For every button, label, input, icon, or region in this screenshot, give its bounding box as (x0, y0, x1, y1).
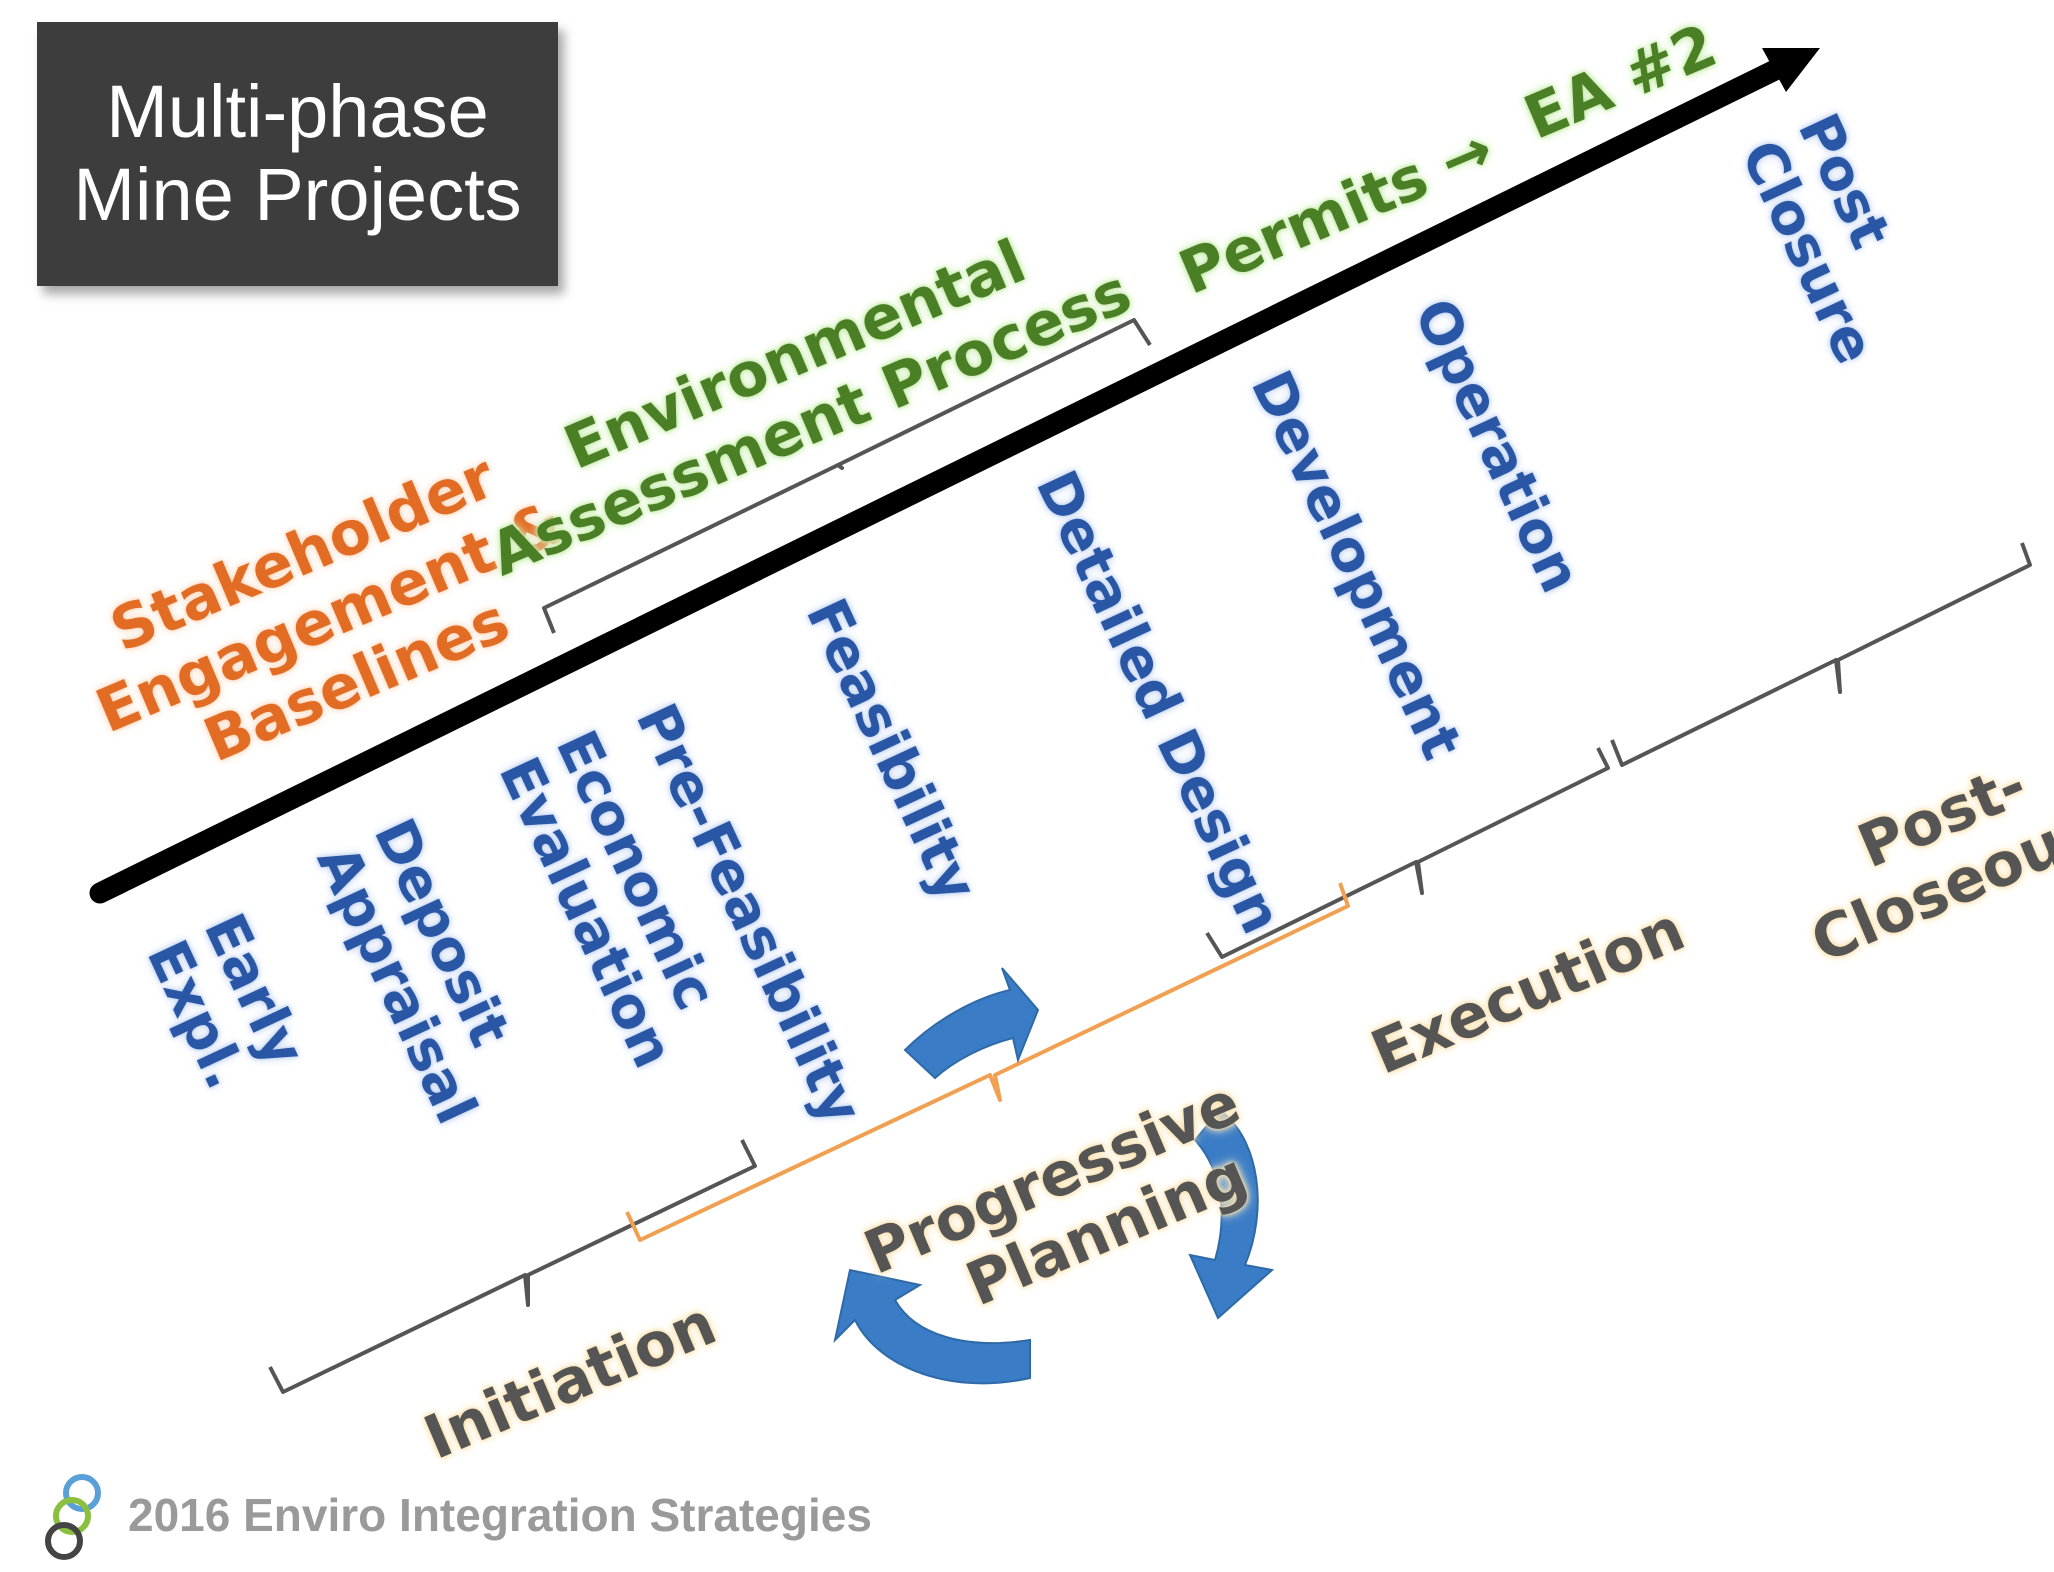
logo-rings-icon (45, 1474, 101, 1560)
initiation-bracket (268, 1139, 757, 1394)
post-closeout-bracket (1610, 542, 2032, 767)
footer-text: 2016 Enviro Integration Strategies (128, 1489, 872, 1541)
cycle-arrows-icon (833, 967, 1275, 1385)
timeline-arrow-icon (89, 48, 1820, 904)
execution-bracket (1205, 747, 1610, 959)
ea-bracket (542, 318, 1152, 634)
title-box: Multi-phase Mine Projects (37, 22, 558, 286)
progressive-planning-bracket (625, 882, 1350, 1242)
title-line-1: Multi-phase (106, 70, 489, 154)
title-line-2: Mine Projects (73, 153, 522, 236)
